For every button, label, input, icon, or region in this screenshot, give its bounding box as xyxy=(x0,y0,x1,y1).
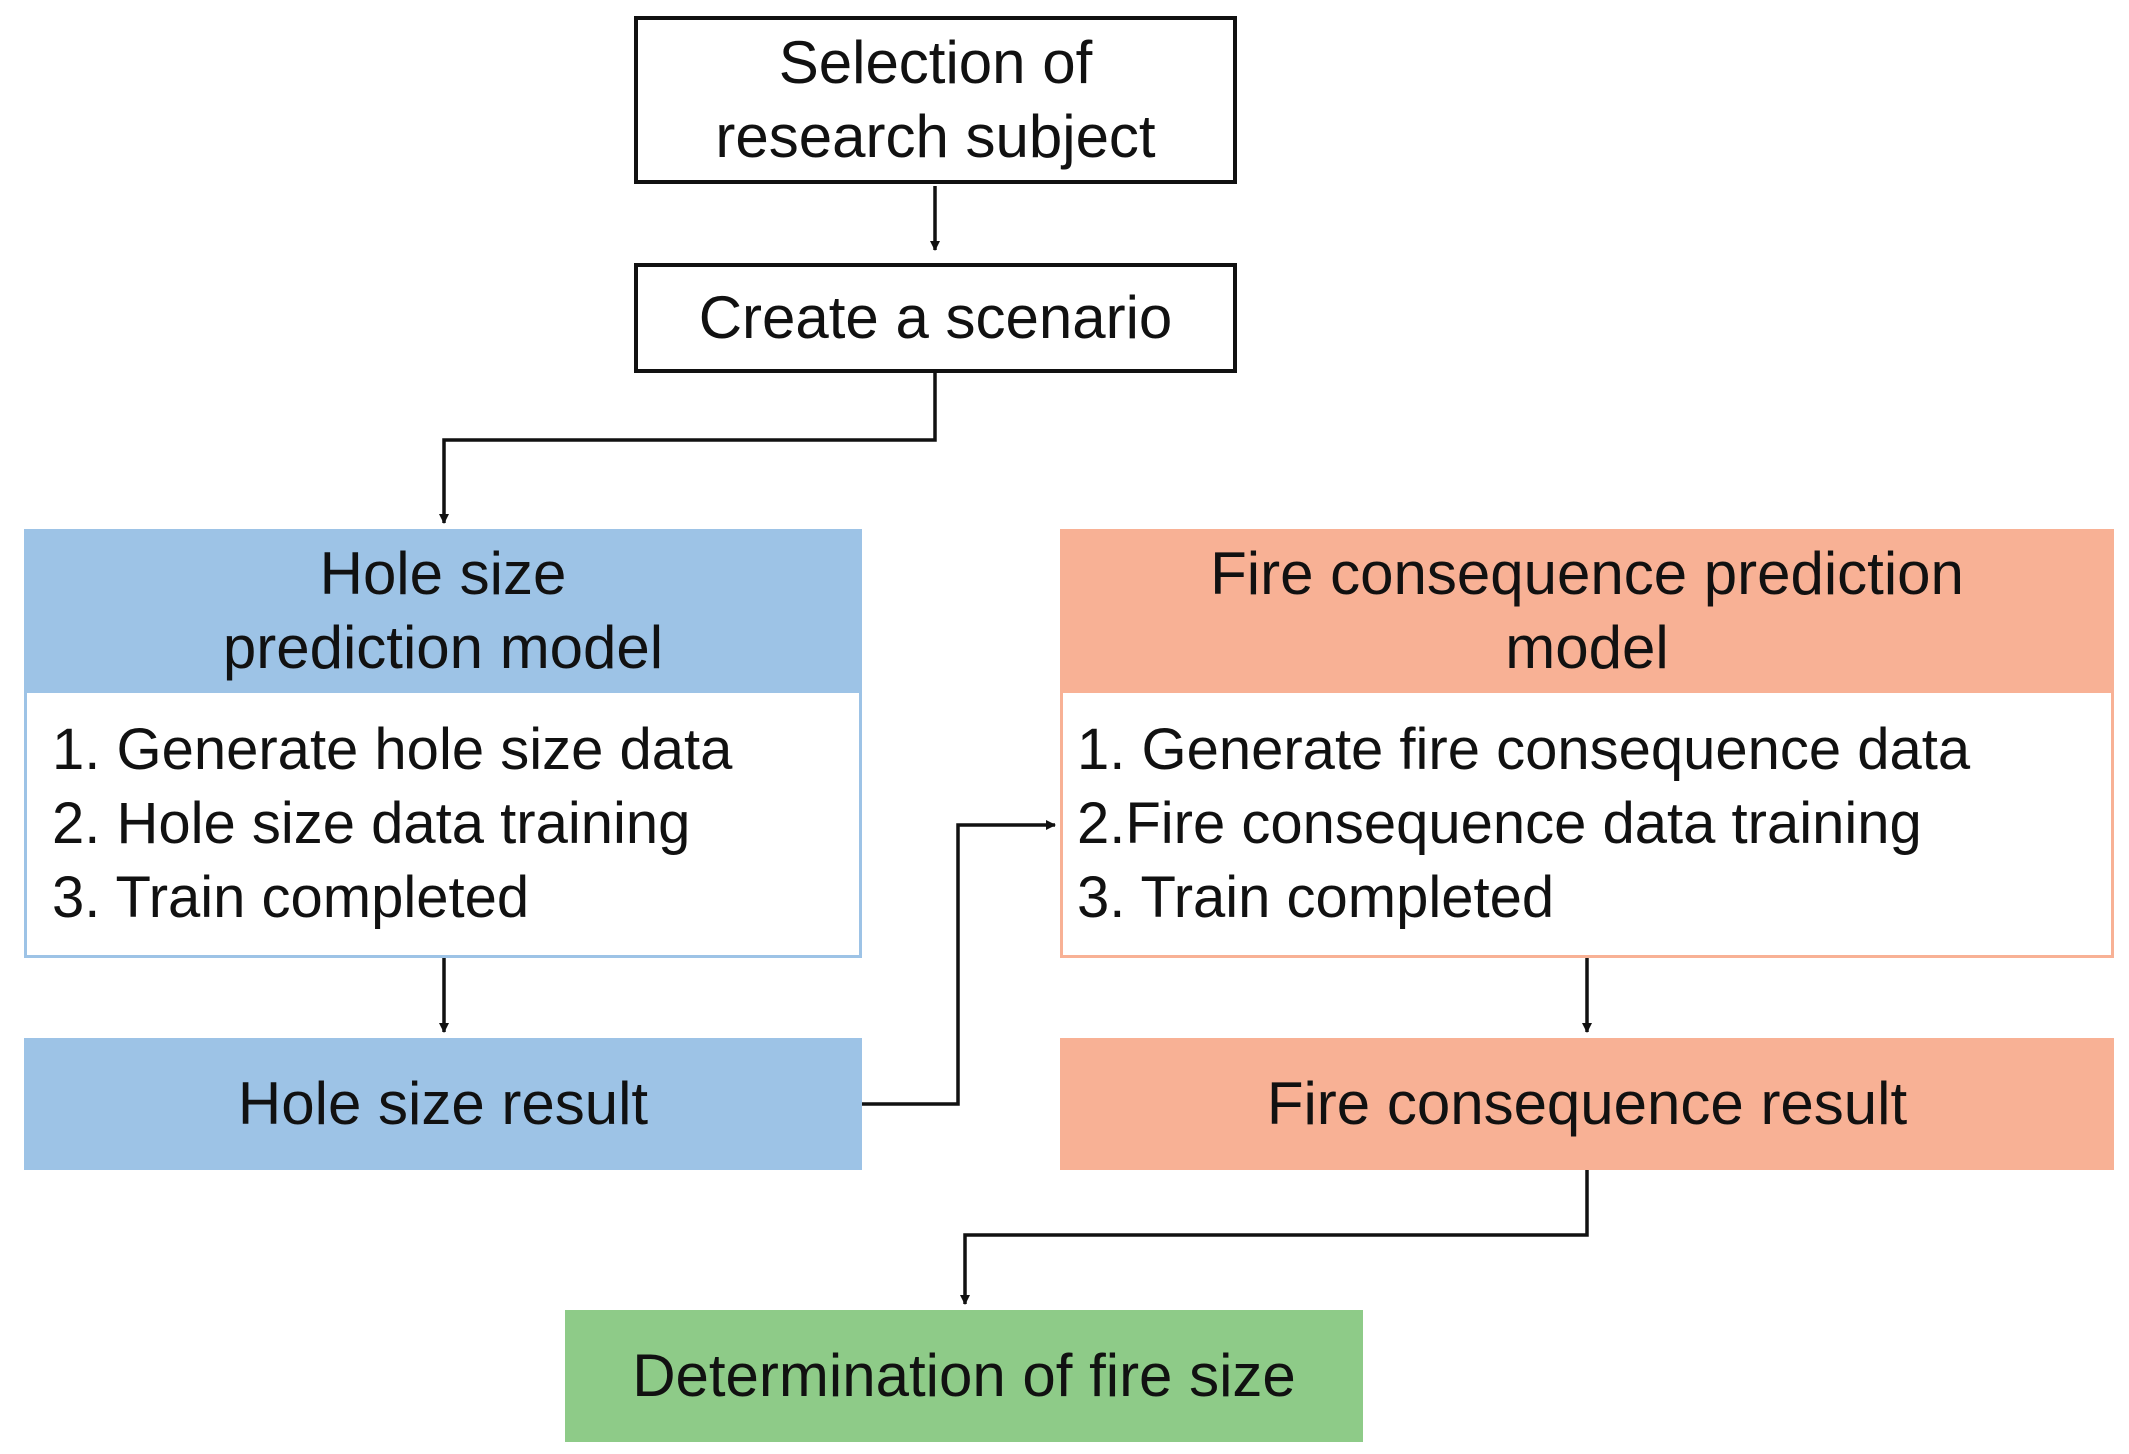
node-selection-of-research-subject: Selection of research subject xyxy=(634,16,1237,184)
hole-model-title-line-2: prediction model xyxy=(222,614,664,681)
arrow-hole-result-to-fire-model xyxy=(862,820,1056,1106)
fire-model-header: Fire consequence prediction model xyxy=(1060,529,2114,693)
node-selection-line-1: Selection of xyxy=(778,29,1093,96)
fire-model-step-1: 1. Generate fire consequence data xyxy=(1077,717,1971,782)
node-fire-consequence-result: Fire consequence result xyxy=(1060,1038,2114,1170)
fire-model-step-3: 3. Train completed xyxy=(1077,865,1555,930)
node-hole-size-result: Hole size result xyxy=(24,1038,862,1170)
node-create-scenario-label: Create a scenario xyxy=(698,284,1173,351)
hole-model-title-line-1: Hole size xyxy=(319,540,567,607)
node-selection-line-2: research subject xyxy=(715,103,1156,170)
node-create-scenario: Create a scenario xyxy=(634,263,1237,373)
fire-consequence-result-label: Fire consequence result xyxy=(1266,1070,1908,1137)
hole-model-header: Hole size prediction model xyxy=(24,529,862,693)
fire-model-steps: 1. Generate fire consequence data 2.Fire… xyxy=(1060,693,2114,958)
hole-model-step-3: 3. Train completed xyxy=(52,865,530,930)
arrow-scenario-to-hole-model xyxy=(439,373,937,524)
fire-model-title-line-1: Fire consequence prediction xyxy=(1210,540,1964,607)
node-determination-of-fire-size: Determination of fire size xyxy=(565,1310,1363,1442)
hole-size-result-label: Hole size result xyxy=(237,1070,649,1137)
arrow-fire-result-to-fire-size xyxy=(960,1170,1589,1305)
fire-model-step-2: 2.Fire consequence data training xyxy=(1077,791,1922,856)
hole-model-steps: 1. Generate hole size data 2. Hole size … xyxy=(24,693,862,958)
hole-model-step-2: 2. Hole size data training xyxy=(52,791,691,856)
fire-model-title-line-2: model xyxy=(1505,614,1669,681)
hole-model-step-1: 1. Generate hole size data xyxy=(52,717,733,782)
determination-of-fire-size-label: Determination of fire size xyxy=(632,1342,1296,1409)
